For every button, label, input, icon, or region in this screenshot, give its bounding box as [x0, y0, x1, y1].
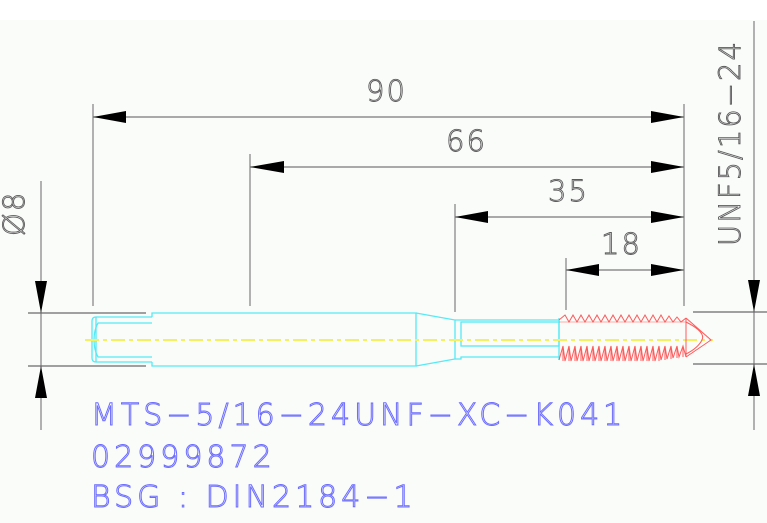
thread-top-crests	[558, 313, 687, 324]
thread-chamfer	[685, 317, 712, 358]
dim-text-90: 90	[366, 74, 407, 108]
standard-label: BSG : DIN2184−1	[91, 480, 417, 515]
dimension-18: 18	[566, 227, 684, 276]
dim-text-diameter: Ø8	[0, 191, 31, 236]
dim-text-35: 35	[548, 174, 589, 208]
dimension-90: 90	[93, 74, 684, 123]
dimension-66: 66	[250, 124, 684, 173]
part-labels: MTS−5/16−24UNF−XC−K041 02999872 BSG : DI…	[91, 398, 626, 516]
dimension-thread-spec: UNF5/16−24	[713, 21, 760, 430]
dimension-35: 35	[455, 174, 684, 223]
thread-section	[558, 313, 712, 362]
part-number-label: MTS−5/16−24UNF−XC−K041	[91, 398, 626, 433]
diameter-extension-lines	[28, 311, 767, 367]
drawing-canvas	[0, 20, 767, 523]
neck	[455, 319, 559, 360]
dimension-diameter-8: Ø8	[0, 181, 47, 430]
dim-text-thread-spec: UNF5/16−24	[713, 40, 747, 246]
extension-lines	[92, 104, 685, 312]
dim-text-18: 18	[601, 227, 642, 261]
article-number-label: 02999872	[91, 440, 276, 475]
neck-inner	[460, 321, 560, 347]
dim-text-66: 66	[446, 124, 487, 158]
